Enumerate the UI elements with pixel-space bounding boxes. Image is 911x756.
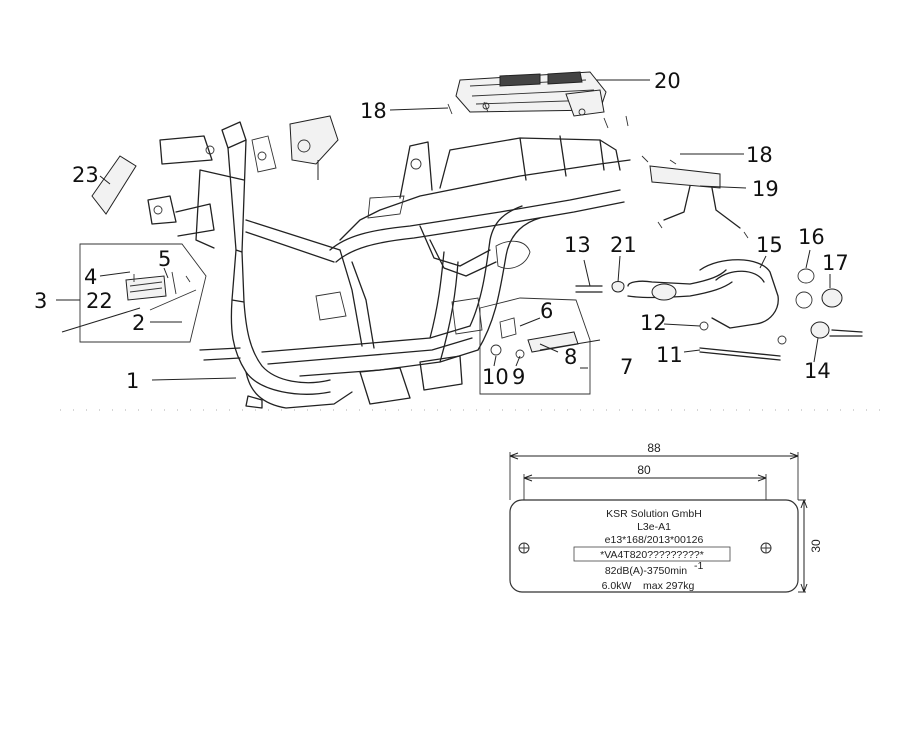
callout-9: 9 (512, 365, 525, 389)
plate-vehicle-category: L3e-A1 (637, 521, 671, 533)
callout-5: 5 (158, 247, 171, 271)
callout-7: 7 (620, 355, 633, 379)
plate-vin-box (573, 546, 731, 562)
plate-noise-unit: -1 (694, 560, 703, 572)
type-plate (509, 499, 799, 593)
plate-power-weight: 6.0kW max 297kg (602, 580, 695, 592)
plate-manufacturer: KSR Solution GmbH (606, 508, 702, 520)
callout-16: 16 (798, 225, 825, 249)
callout-1: 1 (126, 369, 139, 393)
callout-18-right: 18 (746, 143, 773, 167)
callout-6: 6 (540, 299, 553, 323)
callout-23: 23 (72, 163, 99, 187)
callout-10: 10 (482, 365, 509, 389)
callout-18-top: 18 (360, 99, 387, 123)
dim-height: 30 (809, 539, 823, 553)
callout-8: 8 (564, 345, 577, 369)
plate-approval-number: e13*168/2013*00126 (605, 534, 704, 546)
type-plate-drawing: 88 80 30 KSR Solution GmbH L3e-A1 e13*16… (509, 441, 823, 593)
callout-22: 22 (86, 289, 113, 313)
callout-leaders (56, 79, 831, 381)
rear-bracket-drawing (641, 155, 749, 239)
main-frame-drawing (147, 121, 631, 409)
engine-mount-drawing (575, 259, 863, 361)
bracket-group-box (479, 297, 601, 395)
callout-2: 2 (132, 311, 145, 335)
callout-12: 12 (640, 311, 667, 335)
plate-noise-level: 82dB(A)-3750min (605, 565, 687, 577)
callout-20: 20 (654, 69, 681, 93)
callout-17: 17 (822, 251, 849, 275)
callout-3: 3 (34, 289, 47, 313)
plate-vin: *VA4T820?????????* (600, 549, 704, 561)
footrest-group-box (61, 243, 207, 343)
callout-15: 15 (756, 233, 783, 257)
callout-21: 21 (610, 233, 637, 257)
dim-inner-width: 80 (637, 463, 651, 477)
callout-19: 19 (752, 177, 779, 201)
callout-numbers: 1 2 3 4 5 6 7 8 9 10 11 12 13 14 15 16 1… (34, 69, 849, 393)
top-carrier-drawing (447, 71, 629, 129)
callout-14: 14 (804, 359, 831, 383)
callout-4: 4 (84, 265, 97, 289)
callout-13: 13 (564, 233, 591, 257)
brake-switch-drawing (251, 115, 339, 180)
dim-outer-width: 88 (647, 441, 661, 455)
side-cover-23 (91, 155, 137, 215)
callout-11: 11 (656, 343, 683, 367)
